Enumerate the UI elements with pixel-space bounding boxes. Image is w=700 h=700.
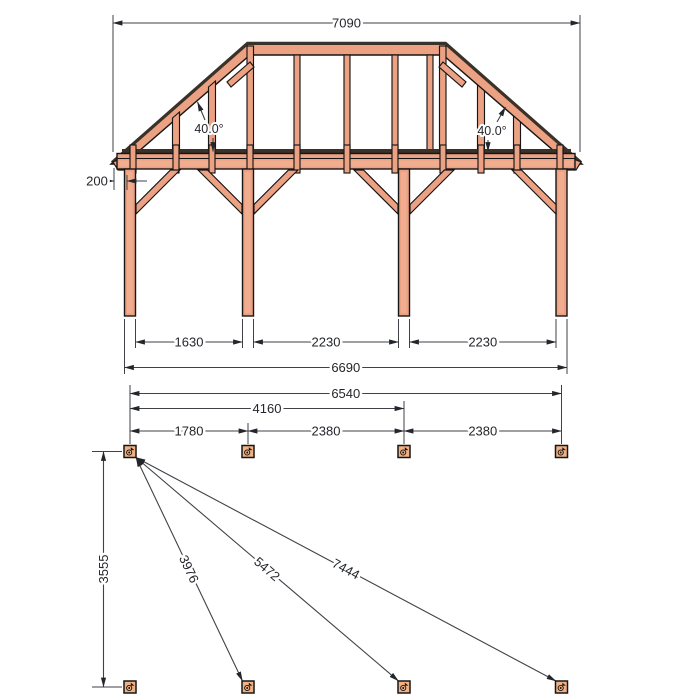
- foundation-marker-back-3: [397, 680, 411, 694]
- attic-stud: [343, 54, 351, 155]
- dim-label-6540: 6540: [331, 386, 360, 401]
- rafter-tail: [439, 144, 447, 174]
- posts: [123, 168, 568, 317]
- dim-label-2230-a: 2230: [312, 335, 341, 350]
- post-highlight: [401, 172, 407, 313]
- slope-stud: [207, 79, 217, 155]
- knee-brace: [253, 169, 300, 216]
- rafter-tail: [293, 144, 301, 174]
- dim-label-200: 200: [86, 174, 108, 189]
- rafter-tail: [477, 144, 485, 174]
- angle-text-right: 40.0°: [477, 124, 506, 138]
- dim-label-3976: 3976: [176, 553, 202, 586]
- dim-bay-3: 2230: [409, 332, 557, 352]
- foundation-marker-front-2: [241, 444, 255, 459]
- roof-edge-line: [110, 41, 583, 164]
- attic-stud: [426, 54, 434, 155]
- dim-label-1780: 1780: [175, 424, 204, 439]
- knee-brace: [510, 169, 557, 216]
- elevation-dimensions: 7090 40.0° 40.0° 200: [84, 13, 581, 378]
- attic-stud: [391, 54, 399, 155]
- knee-brace: [352, 169, 399, 216]
- foundation-marker-back-2: [241, 680, 255, 694]
- post-highlight: [245, 172, 251, 313]
- post-highlight: [558, 172, 564, 313]
- knee-brace: [135, 169, 182, 216]
- dim-label-2380-a: 2380: [312, 424, 341, 439]
- dim-label-3555: 3555: [96, 555, 111, 584]
- foundation-marker-front-4: [554, 444, 569, 459]
- plan-view: 6540 4160 1780 2380 2380 3555 39: [92, 384, 569, 694]
- dim-bay-2: 2230: [253, 332, 399, 352]
- slope-stud: [476, 83, 486, 155]
- foundation-marker-front-1: [123, 444, 137, 459]
- knee-brace: [196, 169, 243, 216]
- post-highlight: [127, 172, 133, 313]
- dim-label-7090: 7090: [332, 16, 361, 31]
- foundation-marker-back-4: [554, 680, 569, 694]
- dim-overall-width: 7090: [112, 13, 581, 152]
- diagonal-dimensions: 3976 5472 7444: [135, 457, 557, 682]
- angle-text-left: 40.0°: [194, 122, 223, 136]
- elevation-view: [109, 41, 584, 317]
- dim-bay-1: 1630: [135, 332, 243, 352]
- rafter-tail: [343, 144, 351, 174]
- corner-brace-left: [226, 61, 255, 88]
- dim-posts-overall: 6690: [124, 358, 568, 378]
- dim-foundation-chain: 1780 2380 2380: [129, 421, 562, 441]
- rafter-tail: [391, 144, 399, 174]
- dim-label-4160: 4160: [253, 401, 282, 416]
- attic-stud: [293, 54, 301, 155]
- angle-label-right: 40.0°: [475, 106, 509, 152]
- dim-foundation-4160: 4160: [129, 399, 405, 419]
- dim-label-2380-b: 2380: [468, 424, 497, 439]
- rafter-tail: [172, 144, 180, 174]
- foundation-marker-back-1: [123, 680, 137, 694]
- dim-label-2230-b: 2230: [468, 335, 497, 350]
- knee-brace: [409, 169, 456, 216]
- dim-overhang: 200: [84, 168, 147, 191]
- rafter-tails: [129, 144, 564, 174]
- dim-label-7444: 7444: [330, 556, 363, 583]
- dim-label-1630: 1630: [175, 335, 204, 350]
- angle-label-left: 40.0°: [192, 101, 226, 152]
- dim-label-6690: 6690: [331, 360, 360, 375]
- foundation-marker-front-3: [397, 444, 411, 459]
- corner-brace-right: [438, 61, 467, 88]
- rafter-tail: [513, 144, 521, 174]
- knee-braces: [135, 169, 557, 216]
- rafter-tail: [208, 144, 216, 174]
- dim-foundation-overall: 6540: [129, 384, 562, 404]
- dim-label-5472: 5472: [251, 554, 283, 584]
- dim-depth: 3555: [92, 451, 122, 688]
